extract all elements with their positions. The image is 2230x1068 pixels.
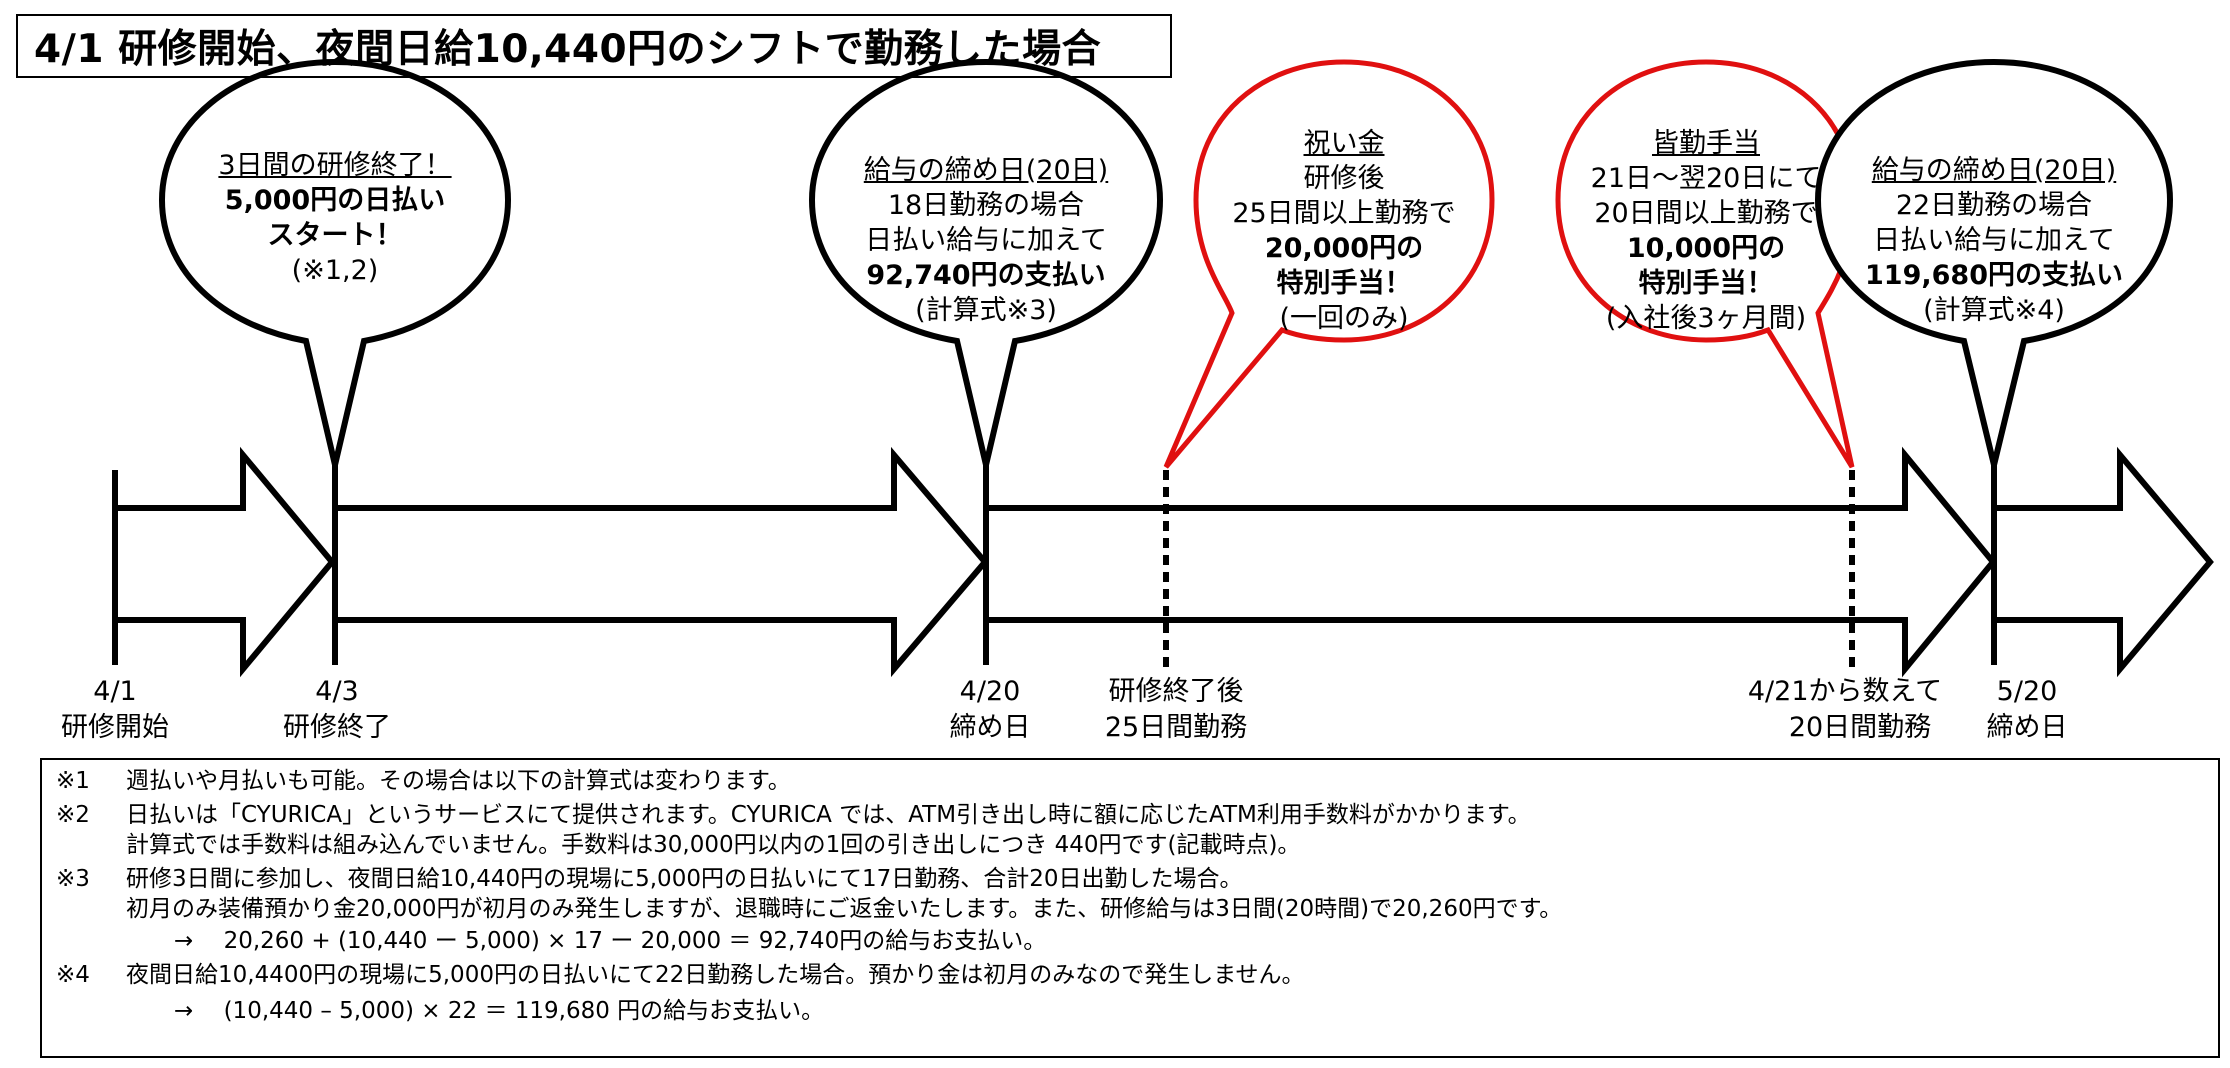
bubble-line: 研修後 bbox=[1303, 163, 1385, 194]
bubble-line: 3日間の研修終了！ bbox=[218, 150, 452, 181]
bubble-line: 日払い給与に加えて bbox=[865, 225, 1107, 256]
bubble-line: 5,000円の日払い bbox=[224, 185, 446, 216]
label-25days: 研修終了後 25日間勤務 bbox=[1076, 674, 1276, 746]
note-text: 研修3日間に参加し、夜間日給10,440円の現場に5,000円の日払いにて17日… bbox=[126, 866, 1243, 892]
bubble-line: 10,000円の bbox=[1626, 233, 1786, 264]
note-row: → (10,440 – 5,000) × 22 ＝ 119,680 円の給与お支… bbox=[56, 996, 824, 1026]
arrow-1 bbox=[115, 446, 336, 678]
bubble-line: 祝い金 bbox=[1303, 128, 1385, 159]
bubble-shape-5 bbox=[1814, 58, 2174, 466]
label-4-3: 4/3 研修終了 bbox=[262, 674, 412, 746]
note-mark: ※3 bbox=[56, 866, 90, 892]
title-box bbox=[16, 14, 1172, 78]
label-5-20-desc: 締め日 bbox=[1986, 712, 2068, 743]
bubble-line: (計算式※3) bbox=[915, 295, 1057, 326]
label-4-20: 4/20 締め日 bbox=[915, 674, 1065, 746]
label-20days-line1: 4/21から数えて bbox=[1747, 676, 1943, 707]
note-row: → 20,260 + (10,440 ー 5,000) × 17 ー 20,00… bbox=[56, 926, 1046, 956]
bubble-line: 給与の締め日(20日) bbox=[863, 155, 1109, 186]
bubble-line: 特別手当！ bbox=[1276, 268, 1412, 299]
note-row: ※3 研修3日間に参加し、夜間日給10,440円の現場に5,000円の日払いにて1… bbox=[56, 864, 1243, 894]
bubble-closing-april: 給与の締め日(20日) 18日勤務の場合日払い給与に加えて 92,740円の支払い (… bbox=[832, 153, 1140, 328]
notes-box: ※1 週払いや月払いも可能。その場合は以下の計算式は変わります。 ※2 日払いは「C… bbox=[40, 758, 2220, 1058]
label-4-3-date: 4/3 bbox=[315, 676, 359, 707]
label-4-1: 4/1 研修開始 bbox=[40, 674, 190, 746]
note-text: 夜間日給10,4400円の現場に5,000円の日払いにて22日勤務した場合。預か… bbox=[126, 962, 1305, 988]
bubble-celebration-bonus: 祝い金研修後 25日間以上勤務で 20,000円の特別手当！ (一回のみ) bbox=[1196, 126, 1492, 336]
label-4-3-desc: 研修終了 bbox=[283, 712, 391, 743]
bubble-line: 22日勤務の場合 bbox=[1895, 190, 2093, 221]
bubble-line: 18日勤務の場合 bbox=[887, 190, 1085, 221]
bubble-line: 25日間以上勤務で bbox=[1232, 198, 1456, 229]
bubble-line: (一回のみ) bbox=[1279, 303, 1409, 334]
label-5-20: 5/20 締め日 bbox=[1962, 674, 2092, 746]
bubble-line: (計算式※4) bbox=[1923, 295, 2065, 326]
bubble-shape-2 bbox=[808, 58, 1164, 466]
note-text: 初月のみ装備預かり金20,000円が初月のみ発生しますが、退職時にご返金いたしま… bbox=[126, 896, 1563, 922]
note-text: → (10,440 – 5,000) × 22 ＝ 119,680 円の給与お支… bbox=[174, 998, 825, 1024]
note-row: 計算式では手数料は組み込んでいません。手数料は30,000円以内の1回の引き出し… bbox=[56, 830, 1300, 860]
label-25days-line1: 研修終了後 bbox=[1108, 676, 1244, 707]
arrow-4 bbox=[1996, 446, 2214, 678]
bubble-line: (入社後3ヶ月間) bbox=[1605, 303, 1807, 334]
label-20days: 4/21から数えて 20日間勤務 bbox=[1730, 674, 1960, 746]
bubble-line: スタート！ bbox=[267, 220, 403, 251]
bubble-line: 皆勤手当 bbox=[1652, 128, 1760, 159]
page-title: 4/1 研修開始、夜間日給10,440円のシフトで勤務した場合 bbox=[34, 27, 1102, 72]
note-mark: ※1 bbox=[56, 768, 90, 794]
bubble-line: 日払い給与に加えて bbox=[1873, 225, 2115, 256]
bubble-line: 119,680円の支払い bbox=[1865, 260, 2123, 291]
label-4-20-desc: 締め日 bbox=[949, 712, 1031, 743]
note-row: ※4 夜間日給10,4400円の現場に5,000円の日払いにて22日勤務した場合。… bbox=[56, 960, 1305, 990]
bubble-line: 92,740円の支払い bbox=[866, 260, 1106, 291]
arrow-2 bbox=[335, 446, 989, 678]
bubble-shape-3 bbox=[1163, 59, 1495, 469]
label-4-1-desc: 研修開始 bbox=[61, 712, 169, 743]
bubble-line: 20,000円の bbox=[1264, 233, 1424, 264]
bubble-line: 21日～翌20日にて bbox=[1590, 163, 1822, 194]
arrow-3 bbox=[988, 446, 1997, 678]
label-4-1-date: 4/1 bbox=[93, 676, 137, 707]
note-text: → 20,260 + (10,440 ー 5,000) × 17 ー 20,00… bbox=[174, 928, 1047, 954]
label-25days-line2: 25日間勤務 bbox=[1104, 712, 1248, 743]
bubble-shape-1 bbox=[158, 58, 512, 466]
bubble-attendance-bonus: 皆勤手当 21日～翌20日にて 20日間以上勤務で 10,000円の特別手当！ (入社後… bbox=[1558, 126, 1854, 336]
bubble-line: (※1,2) bbox=[291, 255, 379, 286]
note-text: 日払いは「CYURICA」というサービスにて提供されます。CYURICA では、… bbox=[126, 802, 1531, 828]
bubble-line: 20日間以上勤務で bbox=[1594, 198, 1818, 229]
note-text: 週払いや月払いも可能。その場合は以下の計算式は変わります。 bbox=[126, 768, 791, 794]
note-mark: ※4 bbox=[56, 962, 90, 988]
bubble-training-end: 3日間の研修終了！ 5,000円の日払いスタート！ (※1,2) bbox=[185, 148, 485, 288]
bubble-closing-may: 給与の締め日(20日) 22日勤務の場合日払い給与に加えて 119,680円の支払い… bbox=[1836, 153, 2152, 328]
note-row: ※2 日払いは「CYURICA」というサービスにて提供されます。CYURICA で… bbox=[56, 800, 1531, 830]
note-row: 初月のみ装備預かり金20,000円が初月のみ発生しますが、退職時にご返金いたしま… bbox=[56, 894, 1562, 924]
note-mark: ※2 bbox=[56, 802, 90, 828]
note-text: 計算式では手数料は組み込んでいません。手数料は30,000円以内の1回の引き出し… bbox=[126, 832, 1301, 858]
label-5-20-date: 5/20 bbox=[1996, 676, 2058, 707]
label-4-20-date: 4/20 bbox=[959, 676, 1021, 707]
label-20days-line2: 20日間勤務 bbox=[1788, 712, 1932, 743]
note-row: ※1 週払いや月払いも可能。その場合は以下の計算式は変わります。 bbox=[56, 766, 791, 796]
bubble-line: 給与の締め日(20日) bbox=[1871, 155, 2117, 186]
bubble-line: 特別手当！ bbox=[1638, 268, 1774, 299]
